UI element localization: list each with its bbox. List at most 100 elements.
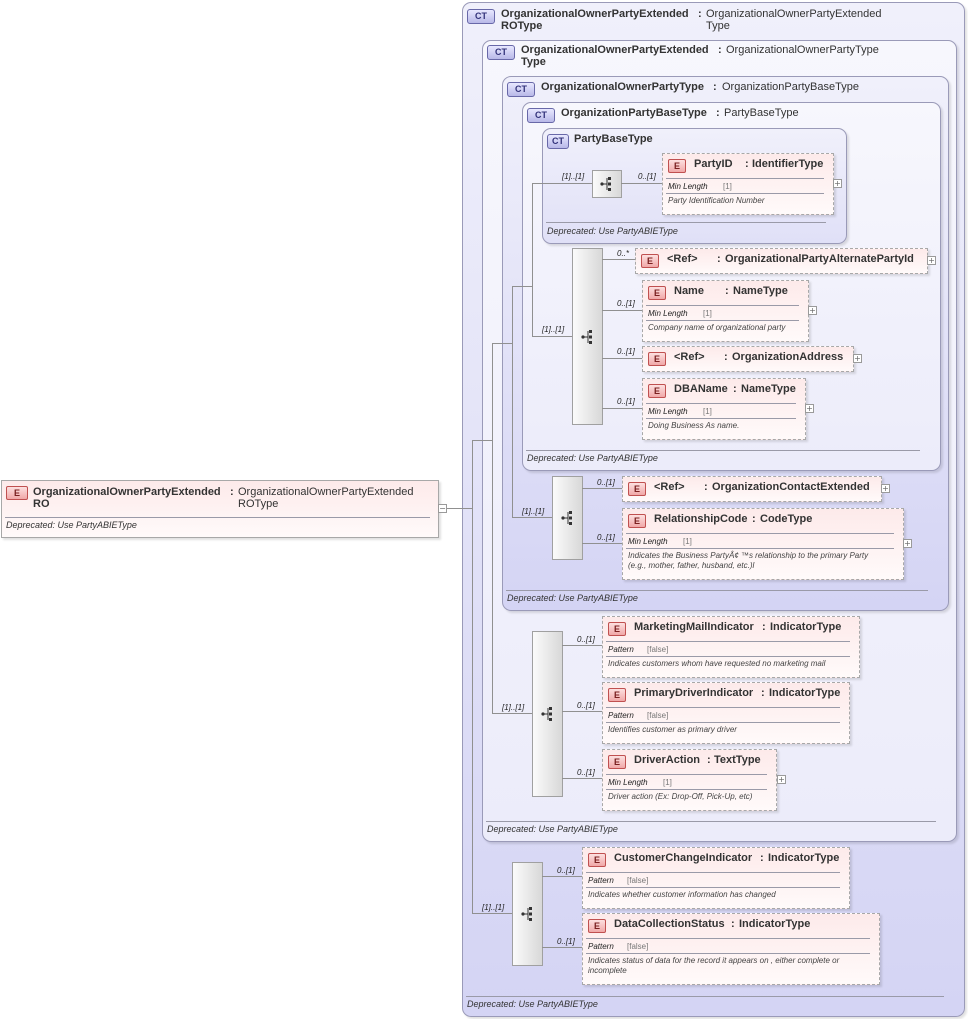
sequence-compositor[interactable] (552, 476, 583, 560)
element-badge: E (628, 482, 646, 496)
ct-ro-type-sep: : (698, 8, 702, 20)
element-sep: : (707, 754, 711, 766)
element-name: Name (674, 285, 704, 297)
expand-icon[interactable]: + (833, 179, 842, 188)
element-description: Doing Business As name. (648, 421, 740, 430)
element-driver-action[interactable] (602, 749, 777, 811)
element-alt-party-id-ref[interactable] (635, 248, 928, 274)
element-data-collection-status[interactable] (582, 913, 880, 985)
element-relationship-code[interactable] (622, 508, 904, 580)
expand-icon[interactable]: + (903, 539, 912, 548)
divider (626, 533, 894, 534)
facet-label: Pattern (608, 645, 634, 654)
element-description: Indicates customers whom have requested … (608, 659, 826, 668)
element-badge: E (6, 486, 28, 500)
ct-ro-type-name: OrganizationalOwnerPartyExtended ROType (501, 8, 689, 32)
element-badge: E (628, 514, 646, 528)
ct-partybase-type-divider (546, 222, 826, 223)
element-badge: E (608, 688, 626, 702)
ct-orgbase-type-name: OrganizationPartyBaseType (561, 107, 707, 119)
cardinality: 0..* (617, 249, 630, 258)
sequence-icon (580, 329, 592, 344)
expand-icon[interactable]: + (805, 404, 814, 413)
ct-badge: CT (467, 9, 495, 24)
element-party-id[interactable] (662, 153, 834, 215)
collapse-icon[interactable]: − (438, 504, 447, 513)
element-badge: E (641, 254, 659, 268)
connector (472, 440, 473, 913)
connector (492, 343, 512, 344)
ct-badge: CT (487, 45, 515, 60)
ct-extended-type-name: OrganizationalOwnerPartyExtended Type (521, 44, 709, 68)
sequence-compositor[interactable] (532, 631, 563, 797)
facet-label: Pattern (608, 711, 634, 720)
sequence-compositor[interactable] (512, 862, 543, 966)
element-description-cont: (e.g., mother, father, husband, etc.)l (628, 561, 755, 570)
element-dba-name[interactable] (642, 378, 806, 440)
element-badge: E (668, 159, 686, 173)
sequence-cardinality: [1]..[1] (482, 903, 505, 912)
sequence-compositor[interactable] (572, 248, 603, 425)
root-element-deprecated: Deprecated: Use PartyABIEType (6, 520, 137, 530)
element-name: PrimaryDriverIndicator (634, 687, 754, 699)
element-name: DBAName (674, 383, 728, 395)
connector (447, 508, 473, 509)
connector (602, 408, 642, 409)
facet-value: [false] (647, 711, 669, 720)
element-primary-driver-indicator[interactable] (602, 682, 850, 744)
element-org-address-ref[interactable] (642, 346, 854, 372)
expand-icon[interactable]: + (777, 775, 786, 784)
expand-icon[interactable]: + (808, 306, 817, 315)
expand-icon[interactable]: + (881, 484, 890, 493)
divider (586, 938, 870, 939)
element-type: IndicatorType (770, 621, 842, 633)
expand-icon[interactable]: + (853, 354, 862, 363)
facet-value: [1] (703, 309, 712, 318)
ct-orgowner-type-sep: : (713, 81, 717, 93)
ct-badge: CT (547, 134, 569, 149)
connector (562, 711, 602, 712)
divider (606, 707, 840, 708)
element-description: Indicates status of data for the record … (588, 956, 840, 965)
element-sep: : (731, 918, 735, 930)
ct-orgowner-type-base: OrganizationPartyBaseType (722, 81, 859, 93)
ct-ro-type-deprecated: Deprecated: Use PartyABIEType (467, 999, 598, 1009)
element-description: Indicates the Business PartyÂ¢ ™s relati… (628, 551, 869, 560)
expand-icon[interactable]: + (927, 256, 936, 265)
connector (512, 286, 532, 287)
sequence-cardinality: [1]..[1] (542, 325, 565, 334)
facet-value: [1] (703, 407, 712, 416)
element-description: Driver action (Ex: Drop-Off, Pick-Up, et… (608, 792, 753, 801)
element-type: OrganizationalPartyAlternatePartyId (725, 253, 914, 265)
element-name-field[interactable] (642, 280, 809, 342)
facet-label: Pattern (588, 876, 614, 885)
cardinality: 0..[1] (577, 635, 595, 644)
connector (602, 259, 635, 260)
root-element-name: OrganizationalOwnerPartyExtended RO (33, 486, 221, 510)
element-badge: E (648, 352, 666, 366)
ct-extended-type-base: OrganizationalOwnerPartyType (726, 44, 879, 56)
element-customer-change-indicator[interactable] (582, 847, 850, 909)
divider (666, 178, 824, 179)
element-marketing-mail-indicator[interactable] (602, 616, 860, 678)
sequence-compositor[interactable] (592, 170, 622, 198)
connector (582, 488, 622, 489)
element-sep: : (733, 383, 737, 395)
element-name: MarketingMailIndicator (634, 621, 754, 633)
divider (586, 887, 840, 888)
cardinality: 0..[1] (577, 701, 595, 710)
element-type: OrganizationContactExtended (712, 481, 870, 493)
ct-partybase-type-deprecated: Deprecated: Use PartyABIEType (547, 226, 678, 236)
root-element[interactable] (1, 480, 439, 538)
sequence-icon (560, 511, 572, 525)
sequence-cardinality: [1]..[1] (522, 507, 545, 516)
element-name: <Ref> (667, 253, 698, 265)
facet-label: Min Length (648, 309, 688, 318)
element-org-contact-ref[interactable] (622, 476, 882, 502)
connector (532, 183, 533, 337)
element-badge: E (588, 919, 606, 933)
connector (602, 310, 642, 311)
element-sep: : (717, 253, 721, 265)
element-type: OrganizationAddress (732, 351, 844, 363)
element-sep: : (762, 621, 766, 633)
